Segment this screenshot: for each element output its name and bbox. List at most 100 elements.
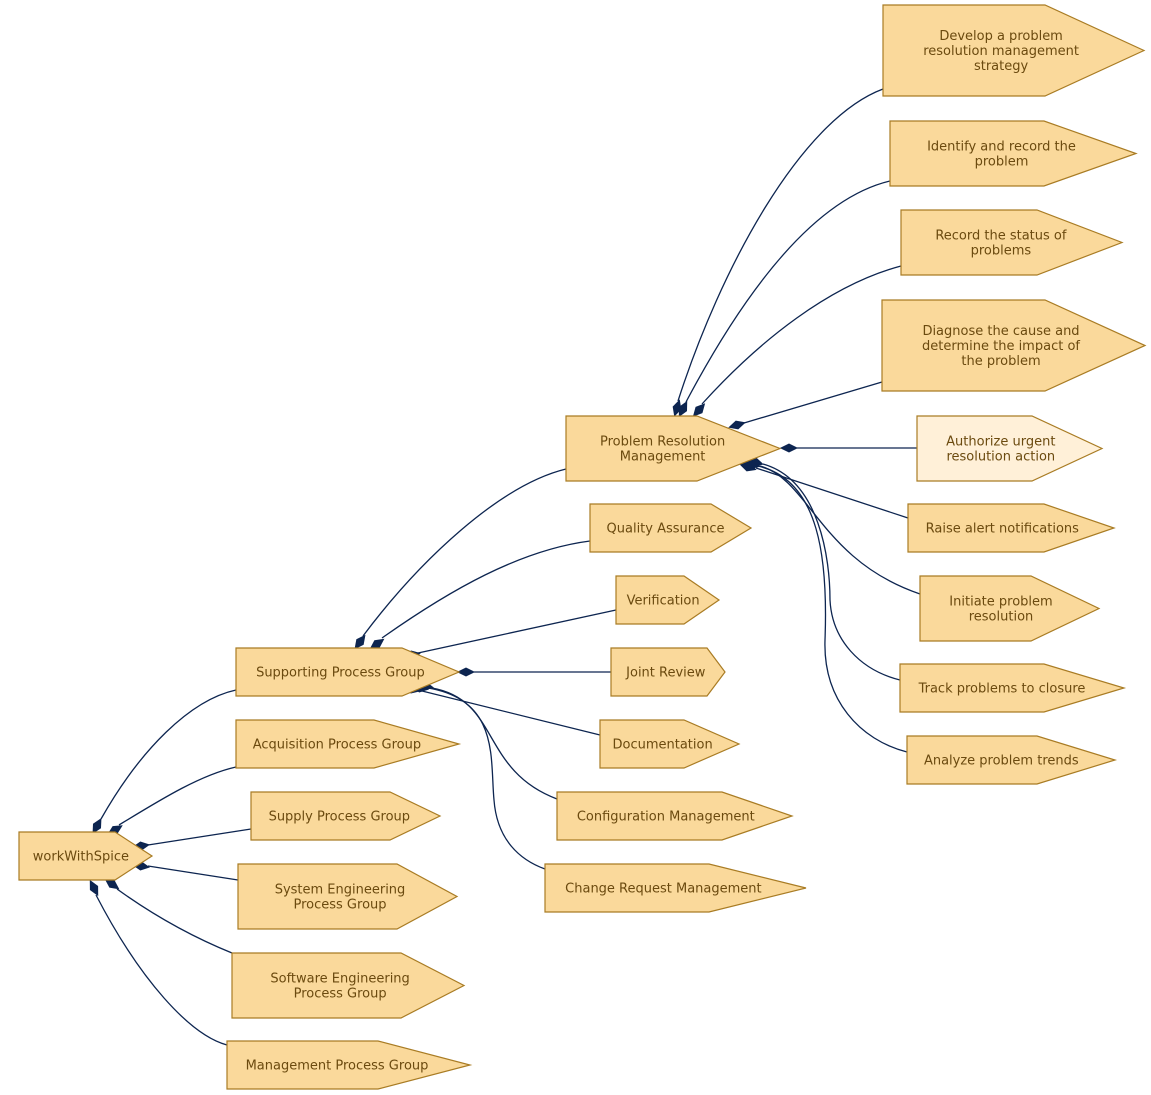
composition-diamond-marker bbox=[456, 667, 476, 677]
composition-diamond-marker bbox=[369, 638, 385, 650]
edge-spg-to-doc bbox=[417, 689, 601, 736]
node-label-line: Documentation bbox=[612, 738, 712, 753]
composition-diamond-marker bbox=[92, 818, 102, 834]
edge-root-to-spg bbox=[100, 689, 237, 820]
process-node-ver[interactable]: Verification bbox=[615, 575, 721, 625]
node-shape bbox=[231, 952, 466, 1019]
node-shape bbox=[235, 647, 461, 697]
node-label-line: Develop a problem bbox=[939, 29, 1063, 44]
process-node-cm[interactable]: Configuration Management bbox=[556, 791, 794, 841]
process-node-suppg[interactable]: Supply Process Group bbox=[250, 791, 442, 841]
edge-spg-to-qa bbox=[381, 540, 591, 639]
node-label-line: workWithSpice bbox=[33, 850, 129, 865]
composition-diamond-marker bbox=[728, 420, 746, 430]
node-shape bbox=[906, 735, 1118, 785]
node-label-line: Diagnose the cause and bbox=[922, 324, 1079, 339]
edge-spg-to-prm bbox=[362, 468, 567, 637]
node-label-line: Verification bbox=[627, 594, 700, 609]
node-shape bbox=[889, 120, 1138, 187]
node-label-line: problem bbox=[975, 155, 1029, 170]
node-shape bbox=[589, 503, 753, 553]
node-label-line: Supply Process Group bbox=[269, 810, 410, 825]
node-label-line: Configuration Management bbox=[577, 810, 755, 825]
process-node-trend[interactable]: Analyze problem trends bbox=[906, 735, 1118, 785]
composition-diamond-marker bbox=[741, 460, 759, 470]
process-node-track[interactable]: Track problems to closure bbox=[899, 663, 1127, 713]
node-shape bbox=[544, 863, 807, 913]
node-label-line: Acquisition Process Group bbox=[253, 738, 421, 753]
edge-spg-to-ver bbox=[417, 609, 617, 654]
node-label-line: Process Group bbox=[294, 987, 387, 1002]
node-shape bbox=[882, 4, 1146, 97]
composition-diamond-marker bbox=[104, 878, 120, 890]
node-label-line: determine the impact of bbox=[922, 339, 1080, 354]
composition-diamond-marker bbox=[89, 879, 99, 897]
process-node-root[interactable]: workWithSpice bbox=[18, 831, 154, 881]
node-label-line: Record the status of bbox=[935, 229, 1067, 244]
node-label-line: Process Group bbox=[293, 898, 386, 913]
nodes-layer: workWithSpice Supporting Process GroupAcq… bbox=[18, 4, 1147, 1090]
edge-spg-to-crm bbox=[427, 687, 546, 870]
node-shape bbox=[899, 663, 1127, 713]
process-node-apg[interactable]: Acquisition Process Group bbox=[235, 719, 462, 769]
edge-root-to-mpg bbox=[95, 894, 228, 1046]
process-node-jr[interactable]: Joint Review bbox=[610, 647, 726, 697]
node-label-line: Software Engineering bbox=[270, 972, 409, 987]
composition-diamond-marker bbox=[678, 400, 688, 418]
node-shape bbox=[565, 415, 782, 482]
node-label-line: Management Process Group bbox=[246, 1059, 429, 1074]
node-shape bbox=[881, 299, 1147, 392]
process-node-crm[interactable]: Change Request Management bbox=[544, 863, 807, 913]
node-shape bbox=[226, 1040, 473, 1090]
node-label-line: Authorize urgent bbox=[946, 435, 1055, 450]
node-shape bbox=[615, 575, 721, 625]
node-label-line: Problem Resolution bbox=[600, 435, 725, 450]
node-label-line: problems bbox=[971, 244, 1032, 259]
process-node-alert[interactable]: Raise alert notifications bbox=[907, 503, 1116, 553]
edges-layer bbox=[89, 88, 921, 1046]
node-label-line: resolution bbox=[969, 610, 1034, 625]
process-node-qa[interactable]: Quality Assurance bbox=[589, 503, 753, 553]
node-shape bbox=[250, 791, 442, 841]
node-shape bbox=[610, 647, 726, 697]
edge-prm-to-rec bbox=[701, 265, 902, 405]
node-label-line: strategy bbox=[974, 59, 1029, 74]
edge-prm-to-track bbox=[762, 463, 901, 681]
composition-diamond-marker bbox=[354, 634, 366, 650]
node-label-line: resolution action bbox=[946, 450, 1055, 465]
edge-root-to-swepg bbox=[116, 888, 233, 954]
node-label-line: Raise alert notifications bbox=[926, 522, 1079, 537]
node-shape bbox=[556, 791, 794, 841]
edge-root-to-apg bbox=[118, 766, 237, 826]
composition-diamond-marker bbox=[672, 399, 682, 417]
edge-prm-to-init bbox=[759, 465, 921, 595]
edge-prm-to-trend bbox=[757, 465, 908, 753]
node-label-line: System Engineering bbox=[275, 883, 406, 898]
node-label-line: Analyze problem trends bbox=[924, 754, 1079, 769]
node-label-line: Identify and record the bbox=[927, 140, 1076, 155]
node-shape bbox=[235, 719, 462, 769]
process-node-mpg[interactable]: Management Process Group bbox=[226, 1040, 473, 1090]
edge-root-to-suppg bbox=[147, 828, 252, 846]
edge-prm-to-idr bbox=[685, 180, 891, 403]
node-label-line: Supporting Process Group bbox=[256, 666, 425, 681]
composition-diamond-marker bbox=[779, 443, 799, 453]
node-shape bbox=[916, 415, 1104, 482]
process-node-spg[interactable]: Supporting Process Group bbox=[235, 647, 461, 697]
node-label-line: resolution management bbox=[923, 44, 1079, 59]
node-label-line: Joint Review bbox=[625, 666, 706, 681]
process-node-doc[interactable]: Documentation bbox=[599, 719, 741, 769]
edge-prm-to-diag bbox=[743, 381, 883, 424]
node-shape bbox=[18, 831, 154, 881]
node-label-line: Initiate problem bbox=[949, 595, 1052, 610]
